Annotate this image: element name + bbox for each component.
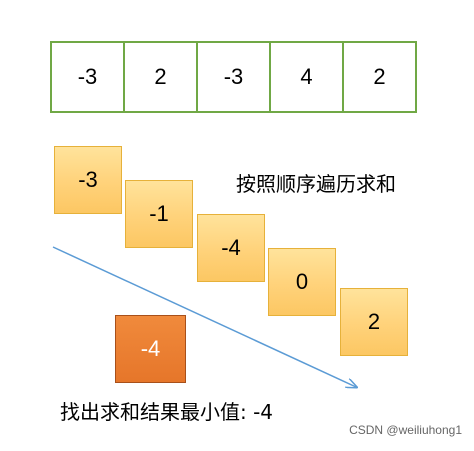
array-cell: -3 (52, 43, 125, 111)
arrow-line (52, 246, 356, 387)
caption-order: 按照顺序遍历求和 (236, 172, 396, 196)
watermark: CSDN @weiliuhong1 (349, 423, 462, 437)
array-cell: 4 (271, 43, 344, 111)
min-result-box: -4 (115, 315, 186, 383)
prefix-sum-box: 2 (340, 288, 408, 356)
prefix-sum-box: -1 (125, 180, 193, 248)
array-cell: 2 (125, 43, 198, 111)
array-cell: 2 (344, 43, 417, 111)
input-array: -3 2 -3 4 2 (50, 41, 417, 113)
caption-result: 找出求和结果最小值: -4 (60, 400, 274, 424)
prefix-sum-box: -3 (54, 146, 122, 214)
array-cell: -3 (198, 43, 271, 111)
prefix-sum-box: 0 (268, 248, 336, 316)
prefix-sum-box: -4 (197, 214, 265, 282)
